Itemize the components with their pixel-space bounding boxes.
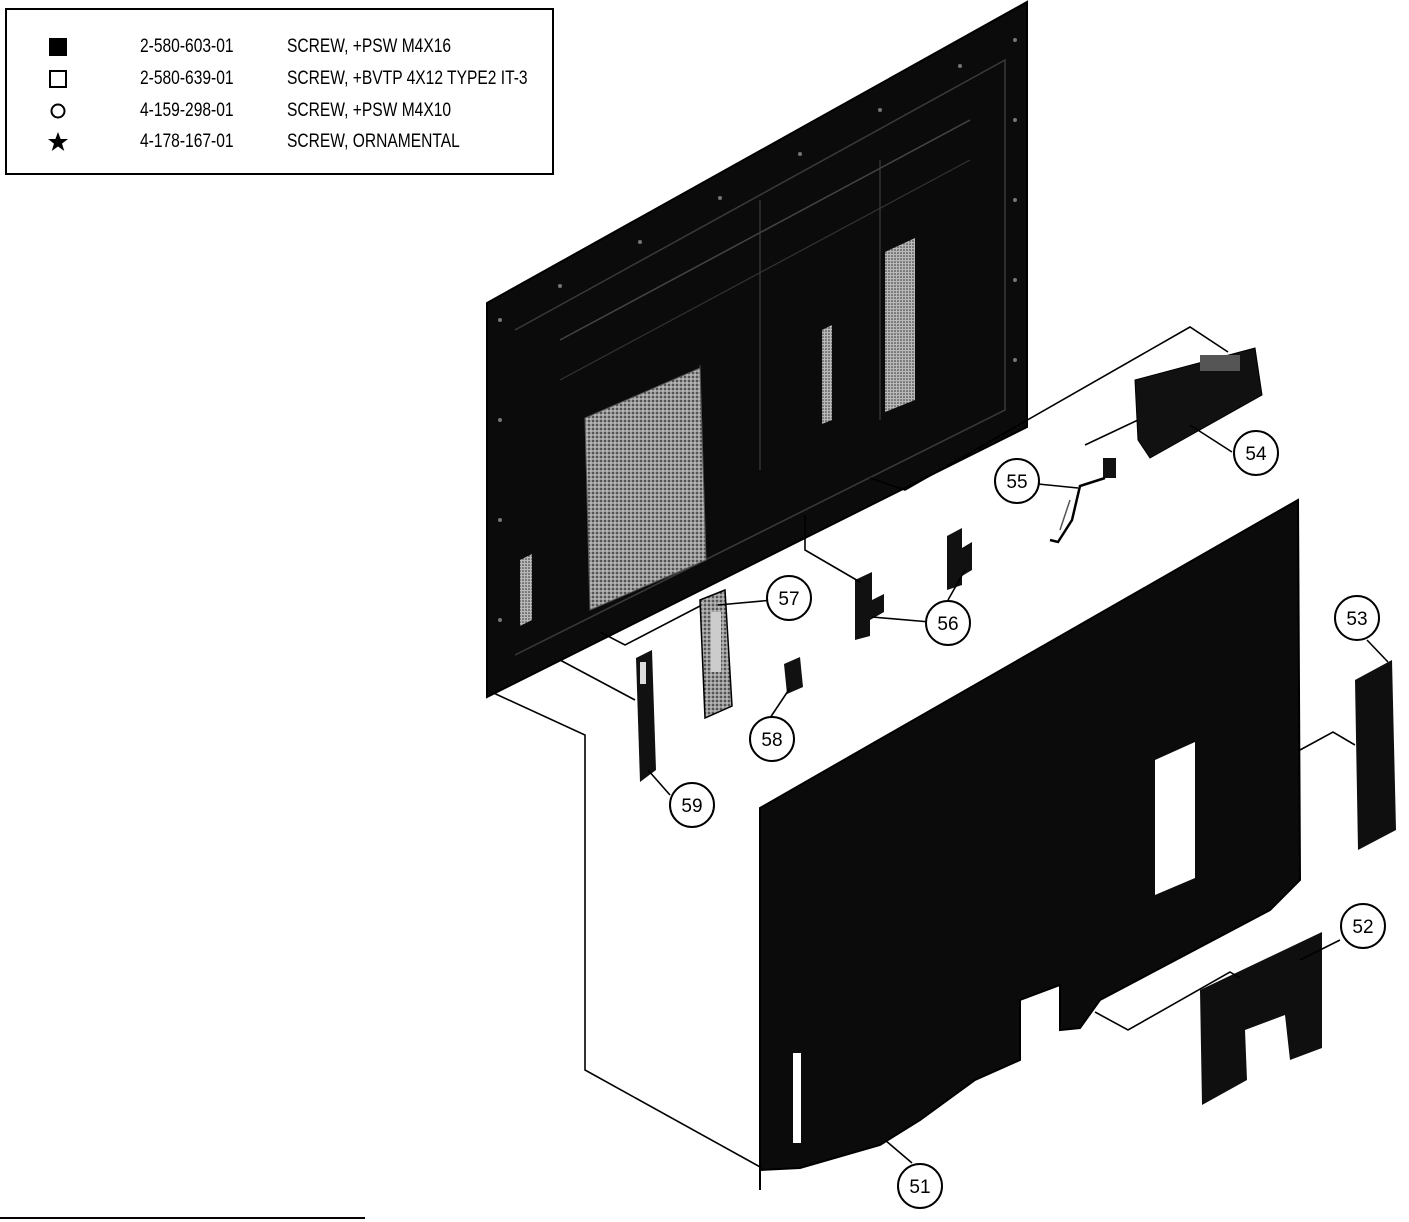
callout-label: 56 (937, 614, 958, 635)
legend-part-number: 4-178-167-01 (140, 131, 234, 152)
bracket-part-57 (699, 588, 733, 720)
legend-row-2: 2-580-639-01 SCREW, +BVTP 4X12 TYPE2 IT-… (7, 66, 552, 94)
legend-row-1: 2-580-603-01 SCREW, +PSW M4X16 (7, 34, 552, 62)
callout-label: 59 (681, 796, 702, 817)
display-rear-panel (486, 0, 1028, 699)
legend-part-number: 4-159-298-01 (140, 100, 234, 121)
callout-51: 51 (897, 1163, 943, 1209)
callout-55: 55 (994, 458, 1040, 504)
callout-52: 52 (1340, 903, 1386, 949)
leader-lines (486, 326, 1389, 1169)
bracket-part-56 (855, 528, 972, 640)
bracket-part-54 (1134, 347, 1263, 459)
legend-part-number: 2-580-639-01 (140, 68, 234, 89)
callout-label: 55 (1006, 472, 1027, 493)
parts-legend: 2-580-603-01 SCREW, +PSW M4X16 2-580-639… (5, 8, 554, 175)
rear-cover-part-51 (759, 498, 1302, 1190)
legend-description: SCREW, +PSW M4X16 (287, 36, 452, 57)
callout-label: 57 (778, 589, 799, 610)
open-circle-icon (50, 103, 66, 119)
callout-label: 53 (1346, 609, 1367, 630)
callout-58: 58 (749, 716, 795, 762)
part-58 (784, 657, 803, 694)
callout-53: 53 (1334, 595, 1380, 641)
callout-54: 54 (1233, 430, 1279, 476)
legend-description: SCREW, ORNAMENTAL (287, 131, 460, 152)
open-square-icon (49, 70, 67, 88)
part-52 (1200, 932, 1322, 1105)
callout-label: 54 (1245, 444, 1267, 465)
callout-59: 59 (669, 782, 715, 828)
legend-row-3: 4-159-298-01 SCREW, +PSW M4X10 (7, 98, 552, 126)
callout-56: 56 (925, 600, 971, 646)
filled-square-icon (49, 38, 67, 56)
callout-label: 52 (1352, 917, 1373, 938)
legend-description: SCREW, +BVTP 4X12 TYPE2 IT-3 (287, 68, 528, 89)
bracket-part-59 (636, 650, 656, 782)
callout-label: 51 (909, 1177, 930, 1198)
part-53 (1355, 660, 1396, 850)
bottom-rule (0, 1217, 365, 1219)
star-icon (48, 132, 68, 151)
legend-row-4: 4-178-167-01 SCREW, ORNAMENTAL (7, 129, 552, 157)
cable-part-55 (1049, 458, 1116, 544)
callout-label: 58 (761, 730, 782, 751)
callout-57: 57 (766, 575, 812, 621)
legend-description: SCREW, +PSW M4X10 (287, 100, 452, 121)
legend-part-number: 2-580-603-01 (140, 36, 234, 57)
